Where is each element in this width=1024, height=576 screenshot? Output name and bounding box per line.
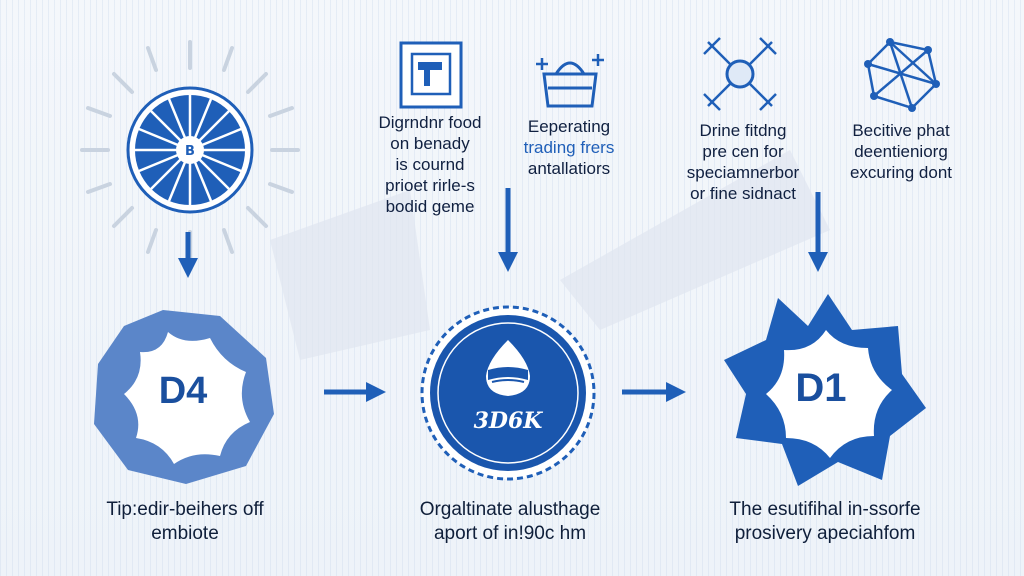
svg-text:B: B [185,144,195,159]
top-label-2-line: trading frers [523,138,615,157]
top-label-4-line: deentieniorg [854,142,948,161]
document-icon [399,41,463,109]
caption-left-line: embiote [151,523,219,544]
caption-center-line: aport of in!90c hm [433,523,587,544]
top-label-2-line: antallatiors [527,159,611,178]
top-label-3-line: Drine fitdng [699,121,787,140]
drop-icon [486,340,530,396]
beam-right [560,150,830,330]
top-label-4-line: excuring dont [849,163,953,182]
d4-node-title: D4 [158,370,208,412]
top-label-2: Eeperating trading frers antallatiors [494,116,644,179]
top-label-3-line: speciamnerbor [686,163,800,182]
caption-left-line: Tip:edir-beihers off [106,499,264,520]
top-label-1-line: is cournd [395,155,465,174]
caption-center-line: Orgaltinate alusthage [419,499,601,520]
caption-left: Tip:edir-beihers off embiote [70,498,300,546]
top-label-3: Drine fitdng pre cen for speciamnerbor o… [660,120,826,204]
top-label-4-line: Becitive phat [852,121,950,140]
top-label-4: Becitive phat deentieniorg excuring dont [828,120,974,183]
caption-right-line: The esutifihal in-ssorfe [729,499,921,520]
top-label-3-line: pre cen for [702,142,784,161]
polyhedron-icon [864,38,940,112]
sun-gear-icon: B [80,40,300,260]
top-label-1-line: on benady [390,134,470,153]
beam-left [270,190,430,360]
top-label-1-line: prioet rirle-s [385,176,475,195]
top-label-2-line: Eeperating [527,117,611,136]
caption-right: The esutifihal in-ssorfe prosivery apeci… [690,498,960,546]
d4-node-shape [94,310,274,484]
top-label-1-line: bodid geme [385,197,475,216]
d1-node-shape [724,294,926,486]
network-node-icon [703,37,777,111]
caption-center: Orgaltinate alusthage aport of in!90c hm [390,498,630,546]
top-label-1: Digrndnr food on benady is cournd prioet… [350,112,510,217]
d1-node-title: D1 [795,366,847,410]
basket-icon [536,54,604,108]
top-label-1-line: Digrndnr food [378,113,482,132]
caption-right-line: prosivery apeciahfom [734,523,916,544]
top-label-3-line: or fine sidnact [690,184,796,203]
center-node-title: 3D6K [473,408,543,434]
